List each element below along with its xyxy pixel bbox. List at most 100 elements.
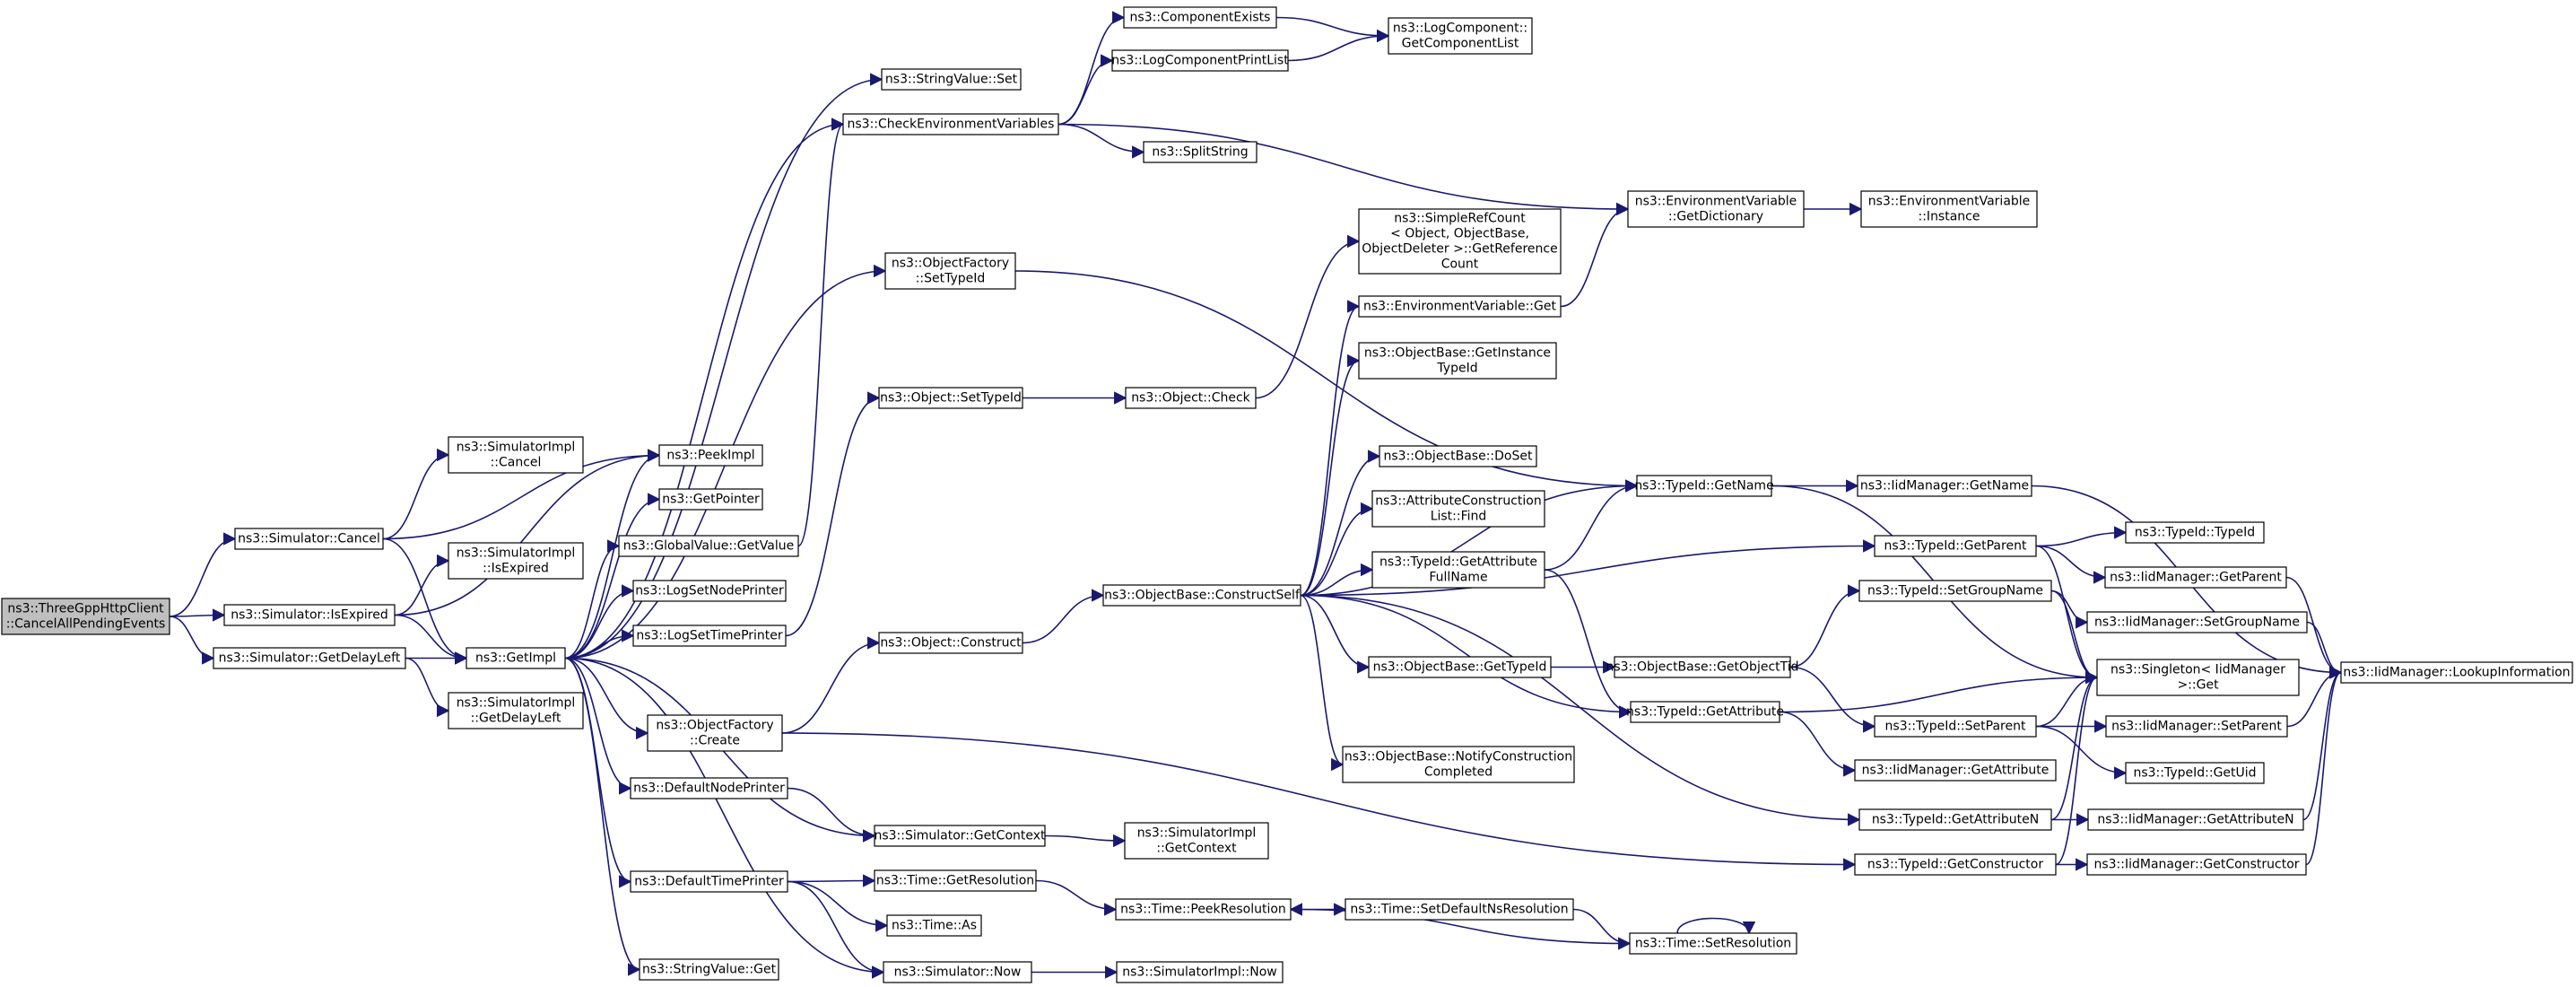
node-timesetres[interactable]: ns3::Time::SetResolution — [1629, 932, 1797, 955]
node-objfactorysettype[interactable]: ns3::ObjectFactory::SetTypeId — [884, 252, 1016, 290]
node-box — [1614, 656, 1791, 678]
node-box — [2086, 611, 2308, 633]
node-typeidgetctor[interactable]: ns3::TypeId::GetConstructor — [1854, 853, 2057, 876]
node-iidlookup[interactable]: ns3::IidManager::LookupInformation — [2340, 661, 2573, 684]
node-globalvalue[interactable]: ns3::GlobalValue::GetValue — [618, 535, 799, 557]
node-typeidtypeid[interactable]: ns3::TypeId::TypeId — [2125, 521, 2265, 544]
node-label: ns3::SimulatorImpl — [457, 546, 576, 561]
node-iidsetgroup[interactable]: ns3::IidManager::SetGroupName — [2086, 611, 2308, 633]
node-getimpl[interactable]: ns3::GetImpl — [466, 647, 566, 669]
node-simimplnow[interactable]: ns3::SimulatorImpl::Now — [1116, 961, 1284, 983]
node-box — [1123, 6, 1277, 29]
node-typeidgetname[interactable]: ns3::TypeId::GetName — [1634, 475, 1774, 497]
node-box — [1629, 932, 1797, 955]
node-logcompprint[interactable]: ns3::LogComponentPrintList — [1111, 49, 1289, 72]
node-iidgetparent[interactable]: ns3::IidManager::GetParent — [2104, 566, 2287, 589]
node-singleton[interactable]: ns3::Singleton< IidManager>::Get — [2096, 659, 2300, 696]
node-stringvalueget[interactable]: ns3::StringValue::Get — [639, 958, 779, 981]
edge-compexists-to-logcomplist — [1275, 16, 1390, 43]
node-box — [1854, 853, 2057, 876]
node-simimplgetcontext[interactable]: ns3::SimulatorImpl::GetContext — [1124, 822, 1269, 860]
node-logsettime[interactable]: ns3::LogSetTimePrinter — [632, 625, 787, 647]
node-simnow[interactable]: ns3::Simulator::Now — [883, 961, 1032, 983]
node-objectconstruct[interactable]: ns3::Object::Construct — [878, 632, 1023, 654]
node-simimplisexpired[interactable]: ns3::SimulatorImpl::IsExpired — [448, 542, 584, 580]
node-objectsettype[interactable]: ns3::Object::SetTypeId — [878, 387, 1023, 409]
node-box — [2340, 661, 2573, 684]
node-label: ns3::Simulator::Cancel — [238, 532, 380, 546]
node-box — [883, 961, 1032, 983]
node-defaulttime[interactable]: ns3::DefaultTimePrinter — [630, 870, 788, 893]
node-simimplgetdelay[interactable]: ns3::SimulatorImpl::GetDelayLeft — [448, 692, 584, 729]
node-logsetnode[interactable]: ns3::LogSetNodePrinter — [632, 580, 787, 602]
node-compexists[interactable]: ns3::ComponentExists — [1123, 6, 1277, 29]
node-box — [632, 580, 787, 602]
edge-iidgetctor-to-iidlookup — [2305, 666, 2343, 866]
edge-layer — [169, 11, 2343, 979]
node-timeas[interactable]: ns3::Time::As — [886, 914, 982, 937]
node-typeidsetparent[interactable]: ns3::TypeId::SetParent — [1874, 715, 2037, 738]
node-box — [1379, 445, 1537, 467]
node-iidgetctor[interactable]: ns3::IidManager::GetConstructor — [2086, 853, 2307, 876]
node-typeidgetattr[interactable]: ns3::TypeId::GetAttribute — [1626, 701, 1784, 723]
node-label: ns3::Time::GetResolution — [876, 874, 1034, 888]
node-splitstring[interactable]: ns3::SplitString — [1143, 141, 1258, 163]
edge-typeidgetctor-to-singleton — [2055, 670, 2099, 866]
node-iidgetname[interactable]: ns3::IidManager::GetName — [1857, 475, 2032, 497]
node-typeidgetparent[interactable]: ns3::TypeId::GetParent — [1874, 535, 2037, 557]
node-notifyconstruct[interactable]: ns3::ObjectBase::NotifyConstructionCompl… — [1342, 746, 1575, 783]
node-box — [448, 692, 584, 729]
node-cancel[interactable]: ns3::Simulator::Cancel — [234, 528, 384, 550]
node-timesetdefault[interactable]: ns3::Time::SetDefaultNsResolution — [1345, 898, 1574, 921]
node-root[interactable]: ns3::ThreeGppHttpClient::CancelAllPendin… — [1, 598, 170, 635]
node-doset[interactable]: ns3::ObjectBase::DoSet — [1379, 445, 1537, 467]
node-constructself[interactable]: ns3::ObjectBase::ConstructSelf — [1102, 584, 1301, 607]
node-peekimpl[interactable]: ns3::PeekImpl — [658, 444, 763, 467]
edge-constructself-to-typeidgetattrn — [1300, 594, 1861, 826]
node-label: ::IsExpired — [483, 562, 549, 576]
edge-typeidgetattr-to-singleton — [1779, 670, 2099, 713]
node-label: ns3::StringValue::Get — [642, 963, 777, 977]
node-objectcheck[interactable]: ns3::Object::Check — [1125, 387, 1257, 409]
node-iidgetattr[interactable]: ns3::IidManager::GetAttribute — [1854, 759, 2057, 782]
node-envinstance[interactable]: ns3::EnvironmentVariable::Instance — [1860, 190, 2038, 228]
node-iidsetparent[interactable]: ns3::IidManager::SetParent — [2105, 715, 2288, 738]
edge-objectconstruct-to-constructself — [1022, 589, 1105, 644]
node-typeidgetattrn[interactable]: ns3::TypeId::GetAttributeN — [1858, 808, 2052, 831]
edge-constructself-to-attrconstruct — [1300, 502, 1374, 597]
node-simimplcancel[interactable]: ns3::SimulatorImpl::Cancel — [448, 436, 584, 474]
node-label: List::Find — [1431, 510, 1487, 524]
node-label: ns3::Time::As — [892, 919, 977, 933]
node-typeidsetgroup[interactable]: ns3::TypeId::SetGroupName — [1858, 580, 2052, 602]
node-box — [1874, 535, 2037, 557]
node-logcomplist[interactable]: ns3::LogComponent::GetComponentList — [1388, 17, 1533, 55]
node-obgettypeid[interactable]: ns3::ObjectBase::GetTypeId — [1368, 656, 1552, 678]
edge-getimpl-to-simnow — [564, 657, 885, 979]
node-timegetres[interactable]: ns3::Time::GetResolution — [874, 869, 1037, 892]
node-box — [2096, 659, 2300, 696]
node-box — [1358, 208, 1562, 275]
edge-defaulttime-to-timegetres — [787, 874, 876, 887]
node-box — [448, 542, 584, 580]
node-box — [2104, 566, 2287, 589]
node-checkenv[interactable]: ns3::CheckEnvironmentVariables — [842, 113, 1059, 135]
node-envdict[interactable]: ns3::EnvironmentVariable::GetDictionary — [1627, 190, 1805, 228]
node-typeidgetuid[interactable]: ns3::TypeId::GetUid — [2125, 762, 2265, 784]
node-obgetobjecttid[interactable]: ns3::ObjectBase::GetObjectTid — [1606, 656, 1799, 678]
node-stringvalueset[interactable]: ns3::StringValue::Set — [881, 68, 1022, 91]
node-getpointer[interactable]: ns3::GetPointer — [658, 488, 763, 511]
node-timepeekres[interactable]: ns3::Time::PeekResolution — [1115, 898, 1292, 921]
node-box — [1102, 584, 1301, 607]
node-simgetcontext[interactable]: ns3::Simulator::GetContext — [874, 825, 1046, 847]
node-objfactorycreate[interactable]: ns3::ObjectFactory::Create — [647, 714, 783, 752]
node-isexpired[interactable]: ns3::Simulator::IsExpired — [223, 604, 396, 626]
node-iidgetattrn[interactable]: ns3::IidManager::GetAttributeN — [2087, 808, 2304, 831]
node-envget[interactable]: ns3::EnvironmentVariable::Get — [1358, 295, 1562, 318]
node-defaultnode[interactable]: ns3::DefaultNodePrinter — [630, 777, 788, 799]
node-simplerefcount[interactable]: ns3::SimpleRefCount< Object, ObjectBase,… — [1358, 208, 1562, 275]
node-box — [223, 604, 396, 626]
node-getdelayleft[interactable]: ns3::Simulator::GetDelayLeft — [213, 647, 406, 669]
